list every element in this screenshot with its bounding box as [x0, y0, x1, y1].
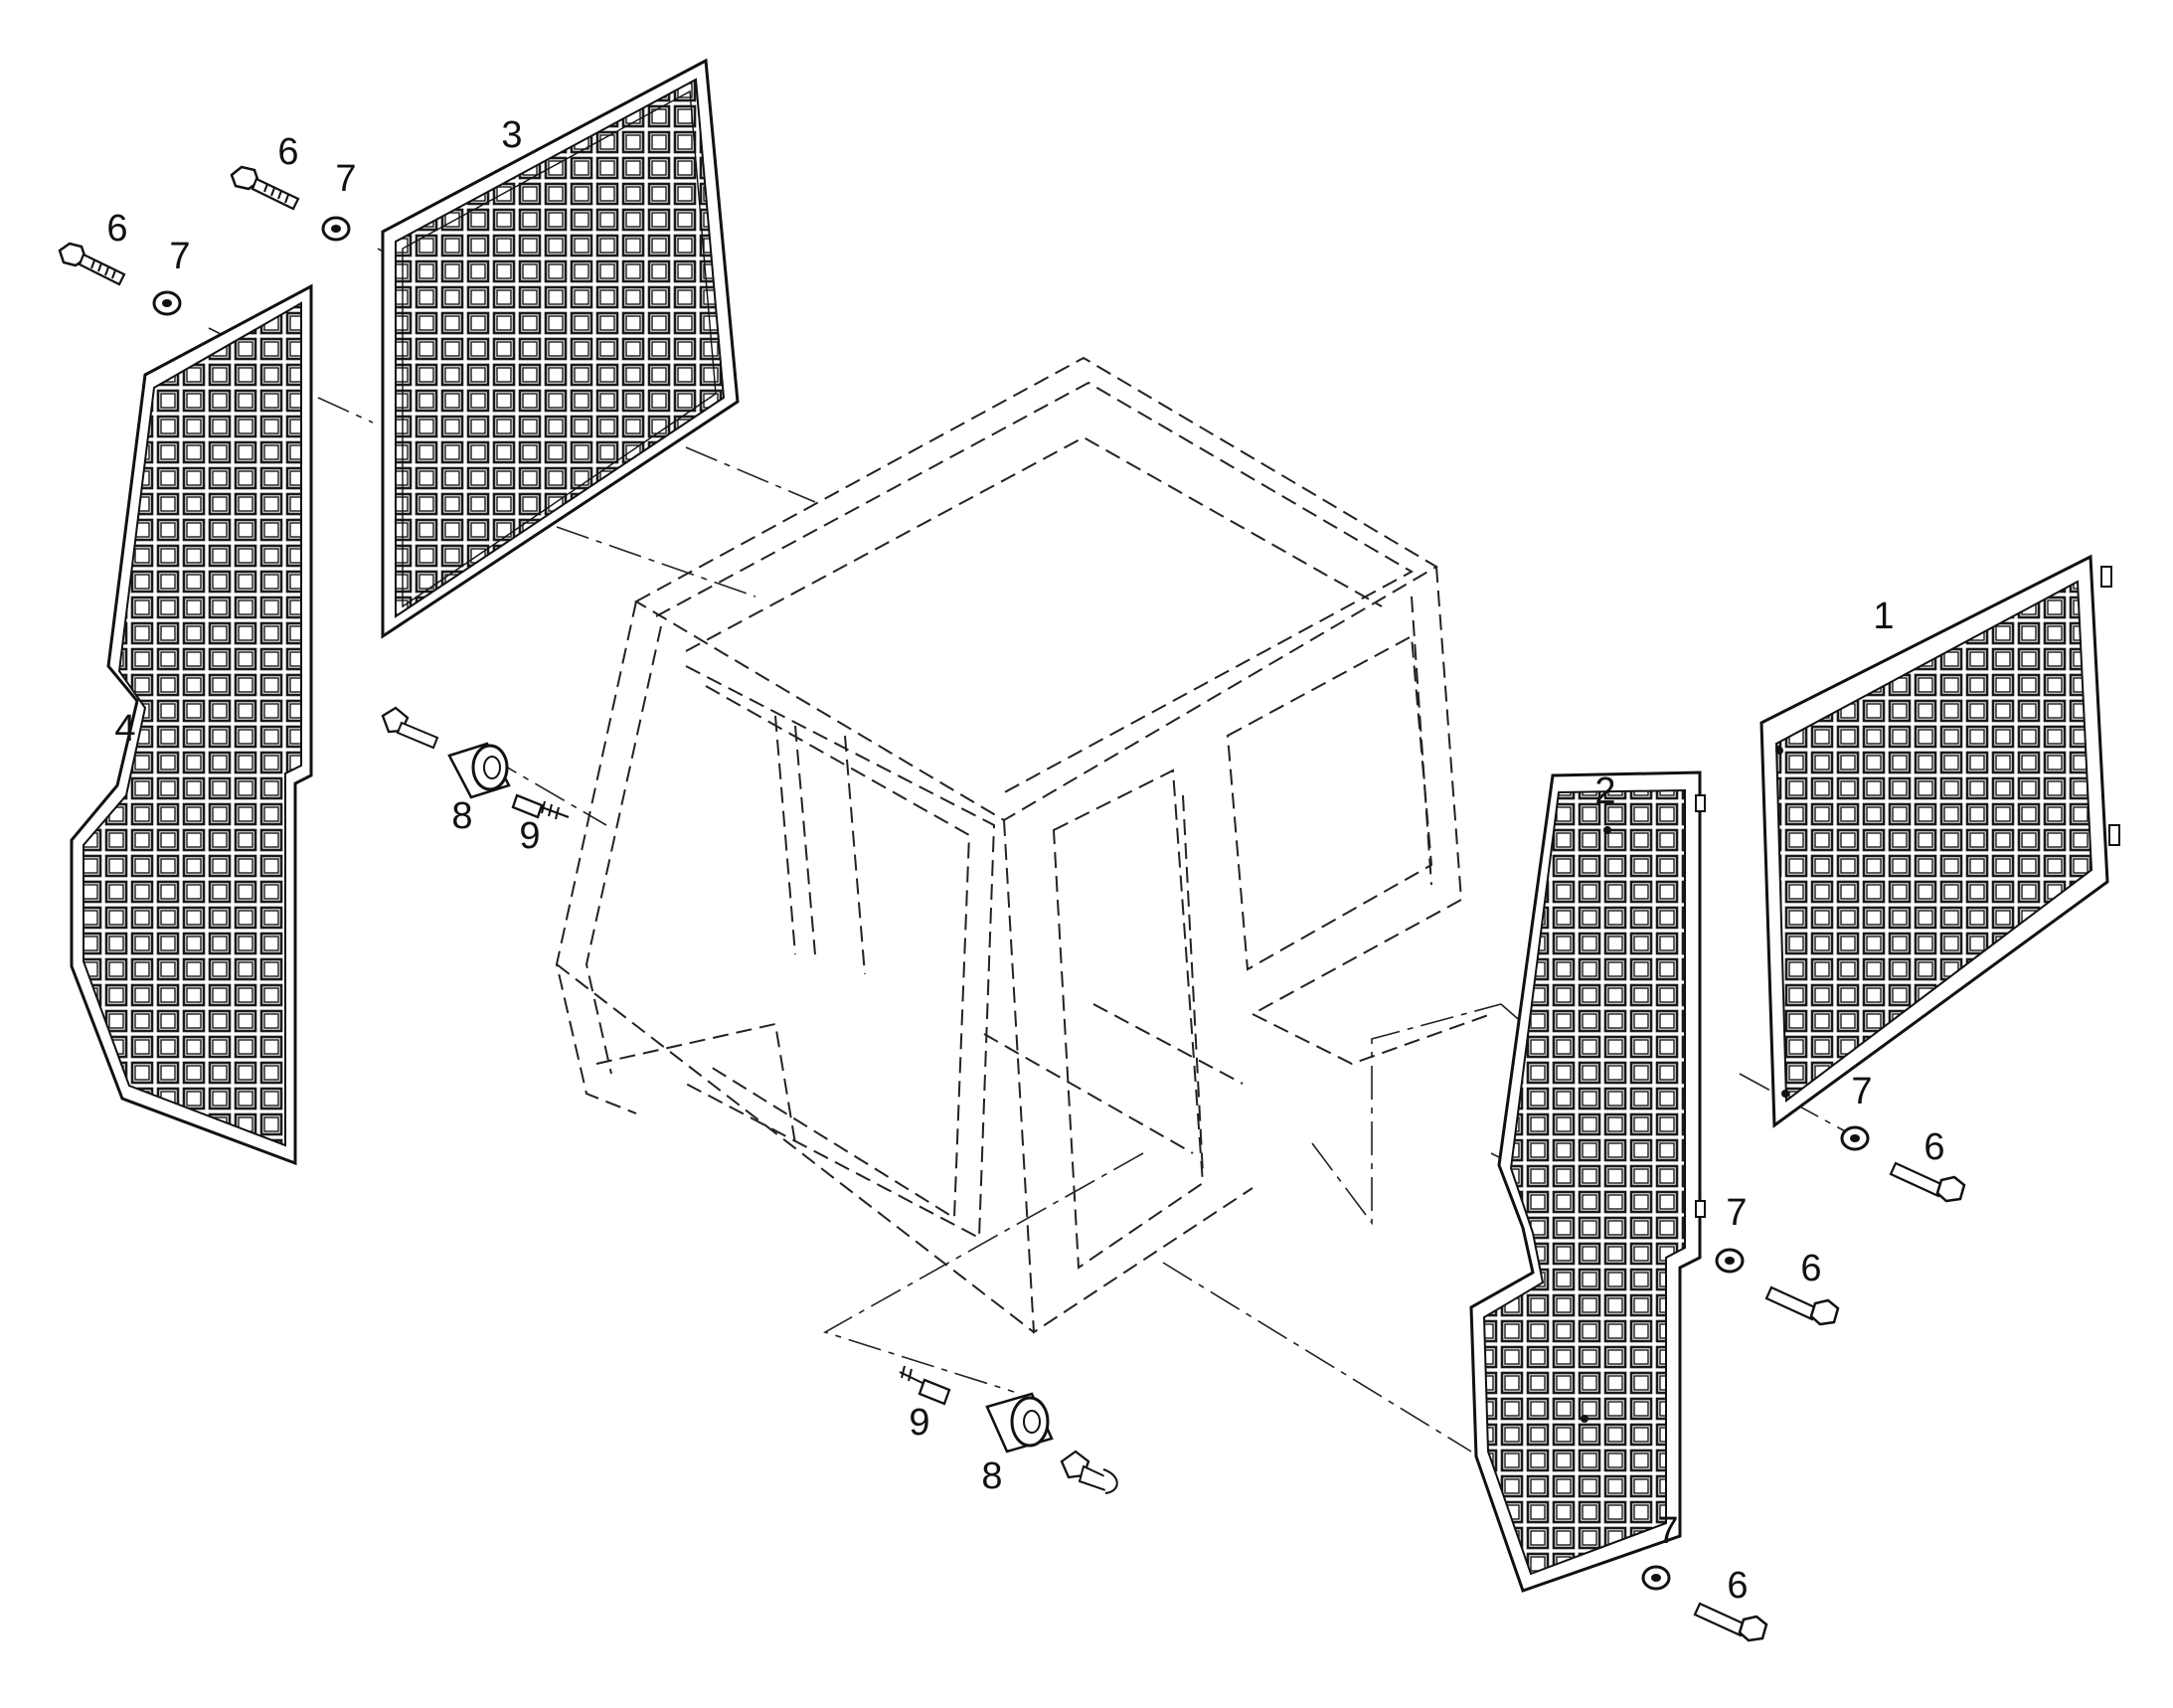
callout-labels: 1 2 3 4 6 6 6 6 6 7 7 7 7 7 8 8 9 9 [106, 114, 1944, 1607]
washer-7-right [1840, 1125, 1870, 1151]
screen-panel-4 [70, 283, 313, 1166]
washer-7-bottom [1641, 1565, 1671, 1591]
callout-6: 6 [277, 131, 298, 173]
stud-9-lower [899, 1365, 951, 1406]
callout-6: 6 [106, 208, 127, 250]
callout-6: 6 [1800, 1248, 1821, 1289]
callout-7: 7 [1657, 1510, 1678, 1552]
callout-9: 9 [519, 815, 540, 857]
callout-6: 6 [1923, 1126, 1944, 1168]
bolt-6-right [1889, 1161, 1966, 1203]
bolt-6-upper-left [58, 242, 126, 286]
washer-7-top [321, 216, 351, 242]
stud-9-upper [511, 793, 570, 820]
callout-6: 6 [1727, 1565, 1748, 1607]
fitting-lower-right [1060, 1450, 1118, 1494]
screen-panel-3 [381, 58, 740, 639]
cab-outline [555, 356, 1492, 1334]
callout-1: 1 [1873, 596, 1894, 637]
washer-7-upper-left [152, 290, 182, 316]
bolt-6-bottom [1693, 1602, 1768, 1642]
spacer-8-upper [447, 742, 511, 799]
callout-7: 7 [169, 236, 190, 277]
callout-7: 7 [335, 158, 356, 200]
callout-4: 4 [114, 708, 135, 750]
callout-9: 9 [909, 1402, 929, 1444]
screen-panel-2 [1469, 770, 1706, 1593]
screen-panel-1 [1759, 554, 2120, 1128]
callout-8: 8 [981, 1455, 1002, 1497]
callout-7: 7 [1851, 1071, 1872, 1112]
bolt-6-top [230, 165, 300, 211]
callout-2: 2 [1594, 770, 1615, 812]
fitting-upper-left [381, 706, 439, 750]
callout-8: 8 [451, 795, 472, 837]
spacer-8-lower [985, 1392, 1054, 1453]
washer-7-middle-right [1715, 1248, 1745, 1274]
callout-7: 7 [1726, 1192, 1747, 1234]
bolt-6-middle-right [1764, 1285, 1840, 1326]
callout-3: 3 [501, 114, 522, 156]
